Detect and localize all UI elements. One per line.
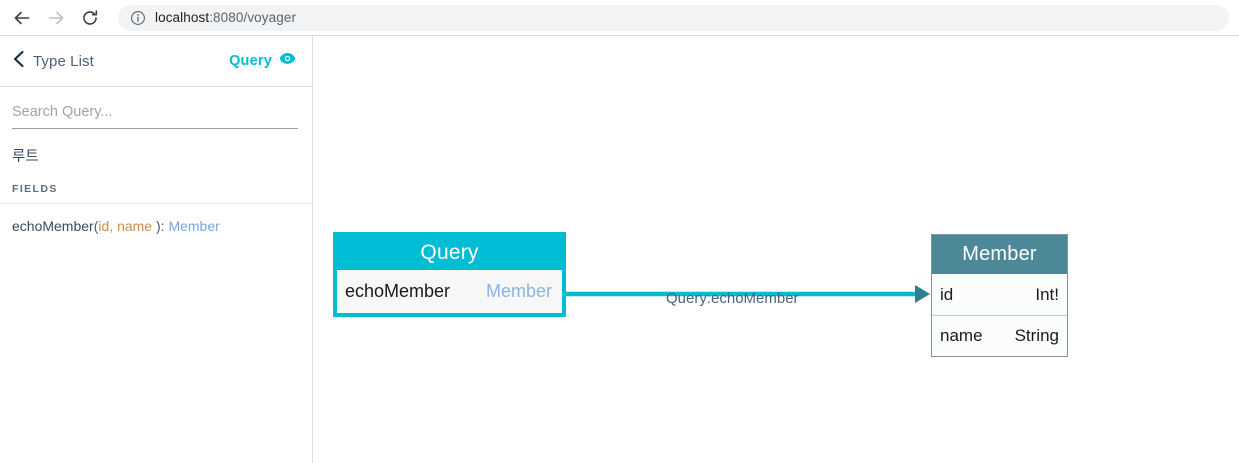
address-bar[interactable]: localhost:8080/voyager [118, 4, 1229, 31]
address-bar-text: localhost:8080/voyager [155, 10, 296, 25]
info-circle-icon[interactable] [130, 10, 146, 26]
graph-node-query[interactable]: Query echoMember Member [333, 232, 566, 317]
graph-node-member-row-id[interactable]: id Int! [932, 274, 1067, 315]
member-field-name: name [940, 326, 983, 345]
graph-edges-layer [566, 285, 930, 303]
graph-field-type[interactable]: Member [485, 281, 552, 301]
root-type-label: 루트 [12, 149, 39, 165]
forward-button[interactable] [42, 4, 70, 32]
field-arg-name[interactable]: name [117, 218, 153, 234]
field-arg-id[interactable]: id [98, 218, 110, 234]
field-arg-separator: , [109, 218, 114, 234]
chevron-left-icon [12, 50, 25, 73]
eye-icon[interactable] [279, 52, 296, 70]
graph-canvas[interactable]: Query:echoMember Query echoMember Member… [314, 36, 1239, 463]
back-button[interactable] [8, 4, 36, 32]
arrow-right-icon [46, 8, 66, 28]
back-to-type-list[interactable]: Type List [12, 50, 94, 73]
field-name: echoMember [12, 218, 94, 234]
field-close-paren: ): [155, 218, 165, 234]
reload-icon [80, 8, 100, 28]
doc-panel: Type List Query 루트 FIELDS echoMember(id,… [0, 36, 313, 463]
field-open-paren: ( [93, 218, 99, 234]
field-list-item[interactable]: echoMember(id, name ): Member [0, 204, 312, 234]
edge-arrowhead-icon [915, 285, 930, 303]
edge-query-echomember[interactable] [566, 285, 930, 303]
field-return-type[interactable]: Member [168, 218, 220, 234]
arrow-left-icon [12, 8, 32, 28]
search-input[interactable] [12, 104, 298, 129]
member-field-type: Int! [1035, 284, 1059, 304]
search-field-wrapper [0, 87, 312, 129]
graph-node-member-title: Member [932, 235, 1067, 274]
graph-node-query-title: Query [420, 241, 479, 264]
graph-field-name: echoMember [345, 281, 451, 301]
doc-panel-header: Type List Query [0, 36, 312, 87]
back-link-label: Type List [33, 52, 94, 70]
url-host: localhost [155, 10, 210, 25]
member-field-type: String [1014, 326, 1059, 345]
url-path: :8080/voyager [209, 10, 297, 25]
member-field-name: id [940, 284, 954, 304]
fields-section-header: FIELDS [0, 183, 312, 204]
graph-node-member-row-name[interactable]: name String [932, 315, 1067, 356]
graph-node-query-field-row[interactable]: echoMember Member [337, 270, 562, 313]
browser-toolbar: localhost:8080/voyager [0, 0, 1239, 36]
graph-node-member[interactable]: Member id Int! name String [931, 234, 1068, 357]
edge-label: Query:echoMember [666, 290, 799, 307]
page-title: Query [229, 53, 272, 69]
current-type-header: Query [229, 52, 296, 70]
reload-button[interactable] [76, 4, 104, 32]
